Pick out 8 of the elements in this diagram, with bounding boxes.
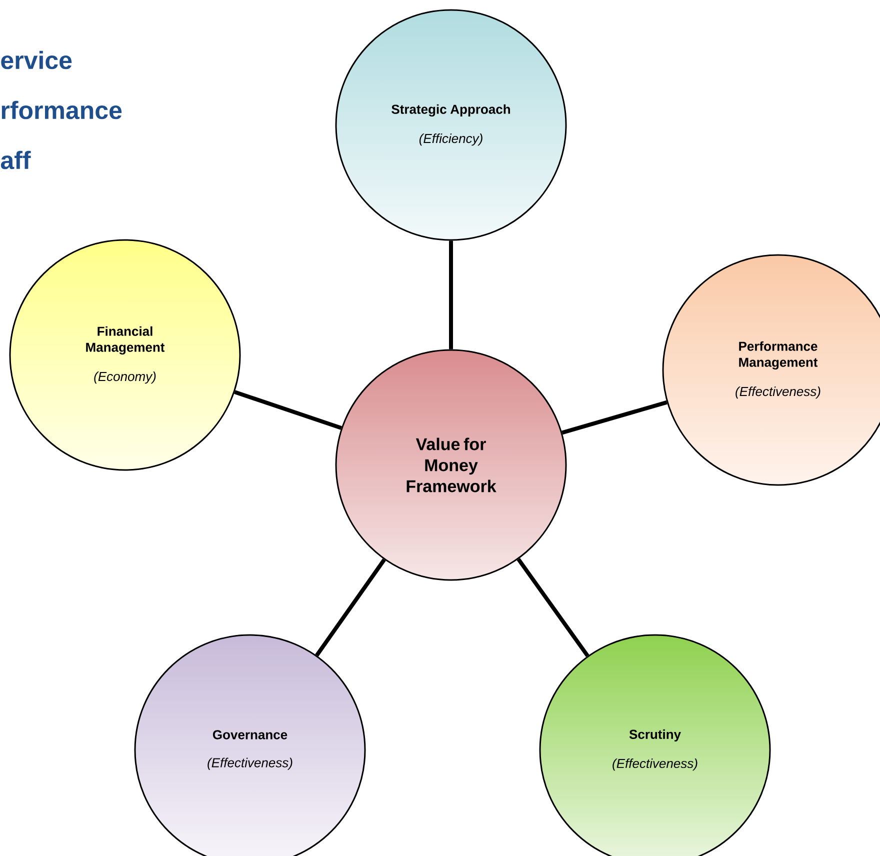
heading-text: rformance	[2, 100, 122, 120]
connector-line	[449, 240, 453, 350]
heading-text: aff	[0, 150, 31, 170]
connector-line	[562, 400, 668, 435]
connector-line	[516, 558, 590, 658]
connector-line	[315, 558, 386, 657]
heading-text: ervice	[1, 50, 72, 70]
connector-line	[234, 390, 342, 430]
